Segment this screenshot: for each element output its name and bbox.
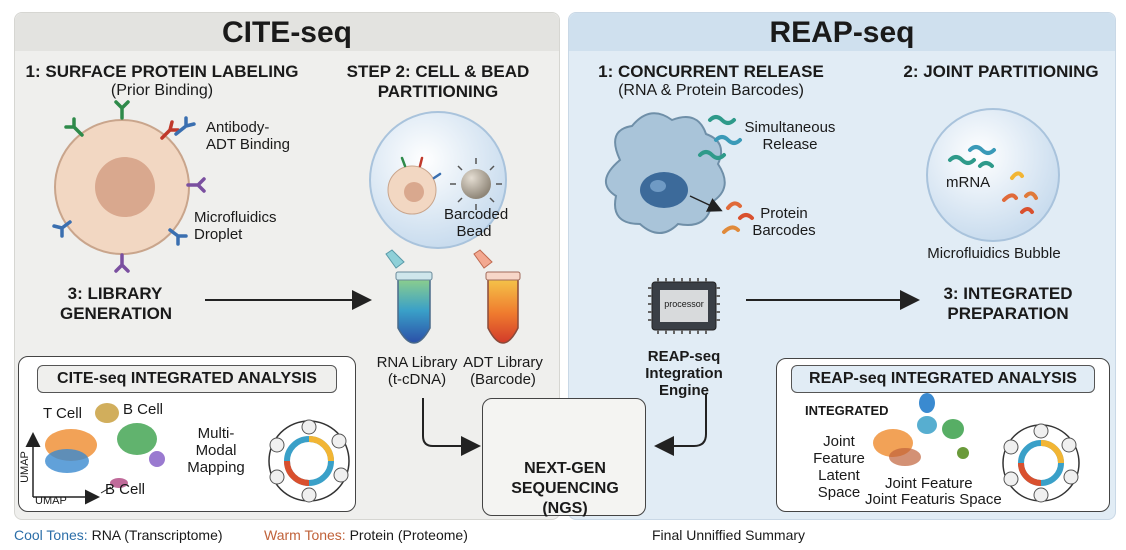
- multimodal-mapping-label: Multi-Modal Mapping: [187, 425, 245, 476]
- cite-step1-title: 1: SURFACE PROTEIN LABELING: [25, 62, 299, 81]
- simultaneous-release-label: Simultaneous Release: [744, 119, 836, 153]
- adt-library-tube-icon: [473, 249, 521, 344]
- processor-chip-icon: [648, 278, 720, 334]
- legend-warm: Warm Tones: Protein (Proteome): [264, 527, 468, 543]
- legend-cool: Cool Tones: RNA (Transcriptome): [14, 527, 223, 543]
- reap-step1-subtitle: (RNA & Protein Barcodes): [618, 82, 804, 99]
- ngs-label: NEXT-GEN SEQUENCING (NGS): [511, 460, 619, 517]
- legend-warm-key: Warm Tones:: [264, 527, 346, 543]
- integration-engine-label: REAP-seq Integration Engine: [645, 348, 723, 399]
- rna-library-label: RNA Library (t-cDNA): [376, 354, 458, 388]
- umap-tcell-label: T Cell: [43, 405, 82, 422]
- barcoded-bead-label: Barcoded Bead: [444, 206, 509, 240]
- joint-feature-label: Joint Feature: [885, 475, 973, 492]
- reap-analysis-title: REAP-seq INTEGRATED ANALYSIS: [791, 365, 1095, 393]
- cite-step3-title: 3: LIBRARY GENERATION: [60, 284, 173, 323]
- umap-x-axis-label: UMAP: [35, 495, 67, 507]
- cite-droplet-icon: [369, 111, 507, 249]
- ngs-box: NEXT-GEN SEQUENCING (NGS): [482, 398, 646, 517]
- latent-space-label: Joint Feature Latent Space: [813, 433, 865, 501]
- reap-seq-title: REAP-seq: [569, 13, 1115, 51]
- rna-library-tube-icon: [385, 249, 433, 344]
- legend-warm-value: Protein (Proteome): [345, 527, 468, 543]
- cite-step1-subtitle: (Prior Binding): [110, 82, 214, 99]
- reap-analysis-box: REAP-seq INTEGRATED ANALYSIS INTEGRATED …: [776, 358, 1110, 512]
- umap-bcell-bottom-label: B Cell: [105, 481, 146, 498]
- joint-featuris-label: Joint Featuris Space: [865, 491, 1002, 508]
- mrna-label: mRNA: [946, 174, 991, 191]
- processor-label: processor: [664, 299, 704, 309]
- cite-umap-plot: [25, 403, 350, 505]
- reap-bubble-icon: [926, 108, 1060, 242]
- rna-to-ngs-arrow: [422, 398, 481, 456]
- adt-library-label: ADT Library (Barcode): [463, 354, 543, 388]
- integrated-label: INTEGRATED: [805, 403, 889, 418]
- umap-y-axis-label: UMAP: [18, 451, 31, 483]
- reap-lysing-cell-icon: [605, 112, 754, 234]
- engine-to-ngs-arrow: [654, 394, 707, 456]
- cite-seq-title: CITE-seq: [15, 13, 559, 51]
- legend-cool-value: RNA (Transcriptome): [87, 527, 223, 543]
- umap-bcell-top-label: B Cell: [123, 401, 164, 418]
- cite-analysis-title: CITE-seq INTEGRATED ANALYSIS: [37, 365, 337, 393]
- final-summary-label: Final Unniffied Summary: [652, 527, 806, 543]
- microfluidics-droplet-label: Microfluidics Droplet: [194, 209, 277, 243]
- reap-umap-plot: [873, 393, 1080, 503]
- protein-barcodes-label: Protein Barcodes: [752, 205, 816, 239]
- cite-cell-icon: [52, 100, 206, 273]
- legend-cool-key: Cool Tones:: [14, 527, 88, 543]
- cite-analysis-box: CITE-seq INTEGRATED ANALYSIS T Cell B Ce…: [18, 356, 356, 512]
- reap-step2-title: 2: JOINT PARTITIONING: [903, 62, 1099, 81]
- reap-step3-title: 3: INTEGRATED PREPARATION: [943, 284, 1073, 323]
- microfluidics-bubble-label: Microfluidics Bubble: [927, 245, 1061, 262]
- reap-step1-title: 1: CONCURRENT RELEASE: [598, 62, 824, 81]
- antibody-adt-label: Antibody-ADT Binding: [206, 119, 290, 153]
- cite-step2-title: STEP 2: CELL & BEAD PARTITIONING: [346, 62, 530, 101]
